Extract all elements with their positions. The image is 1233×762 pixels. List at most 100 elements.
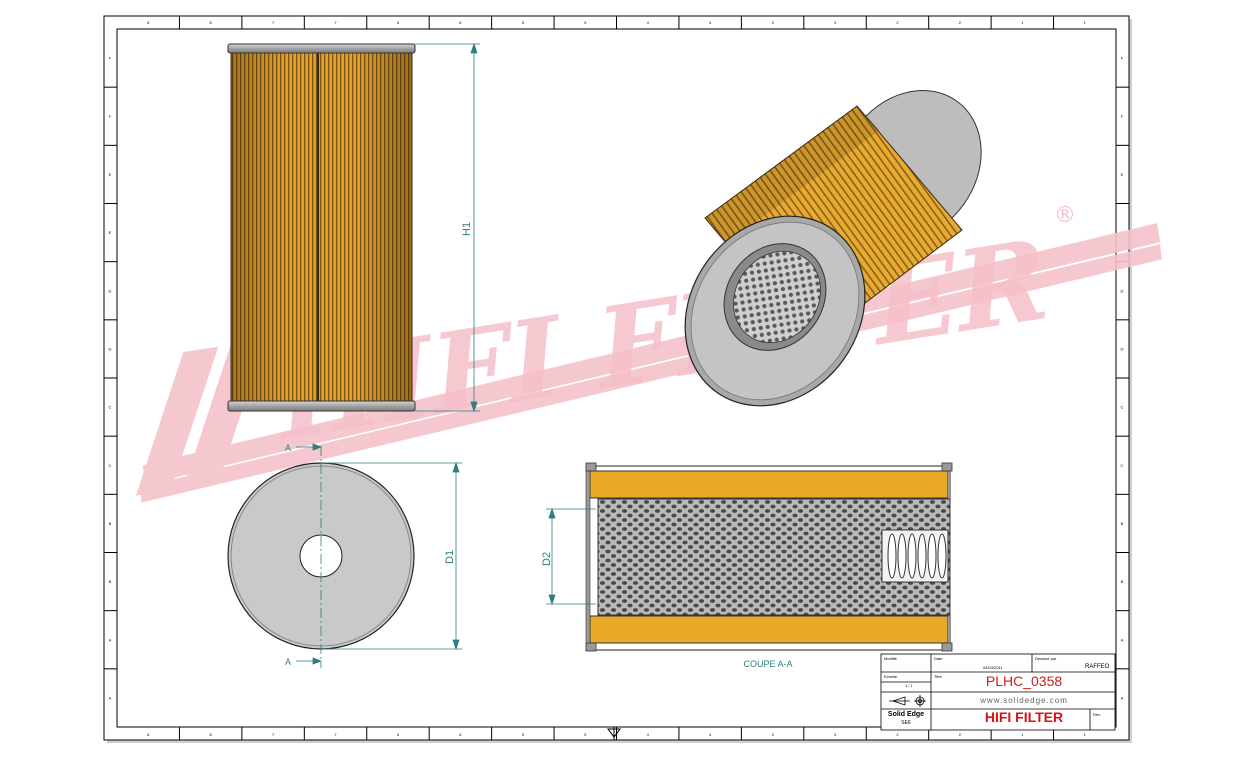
zone-number-bottom: 5 — [584, 732, 587, 737]
date-label: Date — [934, 656, 943, 661]
height-dimension — [415, 42, 480, 413]
zone-number-bottom: 4 — [647, 732, 650, 737]
inner-diameter-dimension — [546, 507, 596, 606]
zone-number-top: 7 — [334, 20, 337, 25]
zone-letter-right: D — [1121, 288, 1124, 293]
section-cap-tl — [585, 462, 597, 472]
revision-label: Rév. — [1093, 712, 1101, 717]
zone-number-bottom: 1 — [1021, 732, 1024, 737]
zone-letter-right: B — [1121, 579, 1124, 584]
zone-letter-left: A — [109, 695, 112, 700]
zone-letter-left: D — [109, 288, 112, 293]
section-line — [296, 443, 323, 668]
outer-diameter-dimension — [321, 461, 462, 651]
section-cap-bl — [585, 642, 597, 652]
company-name: HIFI FILTER — [984, 709, 1064, 725]
zone-letter-left: F — [109, 114, 112, 119]
iso-inner-mesh — [733, 250, 821, 344]
software-version: SE6 — [901, 720, 911, 726]
front-view: H1 — [227, 42, 480, 413]
section-cap-br — [941, 642, 953, 652]
zone-number-top: 3 — [771, 20, 774, 25]
zone-letter-right: E — [1121, 172, 1124, 177]
zone-letter-left: F — [109, 56, 112, 61]
section-marker-bottom: A — [285, 657, 291, 667]
height-label: H1 — [461, 222, 473, 236]
zone-letter-left: E — [109, 172, 112, 177]
section-caption: COUPE A-A — [743, 659, 792, 669]
zone-letter-left: E — [109, 230, 112, 235]
media-shading — [231, 52, 412, 402]
section-spring — [881, 529, 949, 583]
watermark-registered: ® — [1054, 203, 1076, 228]
zone-number-bottom: 7 — [334, 732, 337, 737]
zone-number-top: 3 — [834, 20, 837, 25]
zone-letter-right: F — [1121, 114, 1124, 119]
zone-number-bottom: 8 — [210, 732, 213, 737]
zone-number-bottom: 7 — [272, 732, 275, 737]
zone-number-top: 8 — [147, 20, 150, 25]
zone-letter-right: F — [1121, 56, 1124, 61]
scale-value: 1 / 1 — [905, 683, 913, 688]
zone-number-bottom: 4 — [709, 732, 712, 737]
drawn-by-value: RAFFEO — [1085, 664, 1110, 670]
zone-number-top: 4 — [709, 20, 712, 25]
zone-letter-right: A — [1121, 695, 1124, 700]
zone-number-bottom: 6 — [459, 732, 462, 737]
zone-number-bottom: 3 — [771, 732, 774, 737]
zone-letter-left: B — [109, 579, 112, 584]
spring-coil — [887, 533, 897, 579]
zone-letter-right: D — [1121, 346, 1124, 351]
spring-coil — [897, 533, 907, 579]
title-block-frame — [880, 653, 1116, 731]
section-cap-tr — [941, 462, 953, 472]
zone-number-top: 2 — [959, 20, 962, 25]
zone-number-bottom: 2 — [896, 732, 899, 737]
date-value: 04/03/2011 — [983, 665, 1003, 670]
modified-label: Modifié — [884, 656, 897, 661]
zone-letter-left: C — [109, 463, 112, 468]
section-view: D2 COUPE A-A — [541, 462, 953, 669]
bottom-end-cap — [227, 400, 416, 412]
zone-number-top: 6 — [397, 20, 400, 25]
zone-number-top: 5 — [522, 20, 525, 25]
zone-letter-right: C — [1121, 405, 1124, 410]
title-block: Modifié Date 04/03/2011 Dessiné par RAFF… — [881, 654, 1115, 730]
zone-number-top: 7 — [272, 20, 275, 25]
top-view: A A D1 — [227, 443, 462, 668]
inner-diameter-label: D2 — [541, 552, 553, 566]
zone-number-top: 2 — [896, 20, 899, 25]
spring-coil — [927, 533, 937, 579]
section-media-top — [589, 470, 949, 499]
spring-coil — [917, 533, 927, 579]
zone-letter-left: C — [109, 405, 112, 410]
spring-coil — [937, 533, 947, 579]
outer-diameter-label: D1 — [444, 550, 456, 564]
website-url: www.solidedge.com — [980, 696, 1068, 705]
title-block-icons — [889, 695, 926, 707]
zone-letter-left: B — [109, 521, 112, 526]
drawn-by-label: Dessiné par — [1035, 656, 1057, 661]
zone-letter-left: A — [109, 637, 112, 642]
zone-letter-right: A — [1121, 637, 1124, 642]
zone-number-bottom: 1 — [1084, 732, 1087, 737]
zone-number-bottom: 3 — [834, 732, 837, 737]
section-cap-left — [585, 470, 591, 644]
spring-coil — [907, 533, 917, 579]
part-number: PLHC_0358 — [985, 673, 1063, 689]
zone-letter-right: B — [1121, 521, 1124, 526]
section-marker-top: A — [285, 443, 291, 453]
zone-number-bottom: 5 — [522, 732, 525, 737]
scale-label: Echelle — [884, 674, 898, 679]
zone-number-top: 4 — [647, 20, 650, 25]
zone-number-top: 5 — [584, 20, 587, 25]
zone-letter-left: D — [109, 346, 112, 351]
software-name: Solid Edge — [887, 711, 925, 718]
zone-number-bottom: 6 — [397, 732, 400, 737]
zone-number-bottom: 8 — [147, 732, 150, 737]
section-media-bottom — [589, 615, 949, 644]
isometric-view — [684, 90, 982, 407]
top-end-cap — [227, 43, 416, 54]
zone-number-top: 1 — [1084, 20, 1087, 25]
